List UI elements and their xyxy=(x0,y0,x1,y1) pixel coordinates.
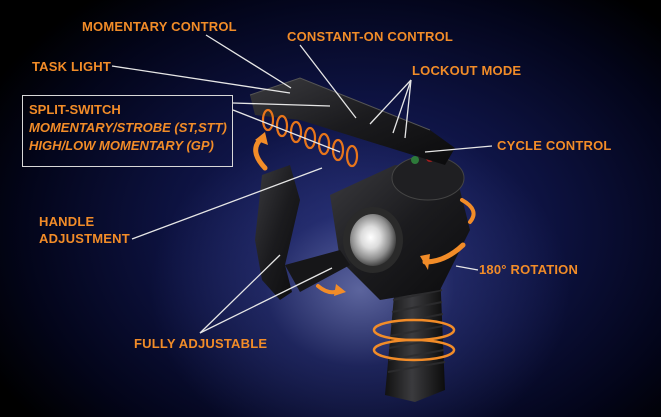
label-fully-adjustable: FULLY ADJUSTABLE xyxy=(134,336,268,351)
label-handle-adjustment: HANDLE ADJUSTMENT xyxy=(39,213,130,247)
label-split-switch-line1: MOMENTARY/STROBE (ST,STT) xyxy=(29,120,227,135)
label-split-switch-line2: HIGH/LOW MOMENTARY (GP) xyxy=(29,138,214,153)
label-split-switch-title: SPLIT-SWITCH xyxy=(29,102,121,117)
label-lockout-mode: LOCKOUT MODE xyxy=(412,63,522,78)
label-cycle-control: CYCLE CONTROL xyxy=(497,138,612,153)
label-rotation: 180° ROTATION xyxy=(479,262,579,277)
label-handle-adjustment-line1: HANDLE xyxy=(39,214,95,229)
label-split-switch-box: SPLIT-SWITCH MOMENTARY/STROBE (ST,STT) H… xyxy=(22,95,233,167)
handle xyxy=(255,165,350,300)
leader-lines xyxy=(111,34,493,334)
label-constant-on-control: CONSTANT-ON CONTROL xyxy=(287,29,454,44)
label-momentary-control: MOMENTARY CONTROL xyxy=(82,19,237,34)
label-task-light: TASK LIGHT xyxy=(32,59,112,74)
lens xyxy=(343,207,403,273)
motion-arrows xyxy=(253,132,476,362)
grip-body xyxy=(385,270,446,402)
label-handle-adjustment-line2: ADJUSTMENT xyxy=(39,231,130,246)
